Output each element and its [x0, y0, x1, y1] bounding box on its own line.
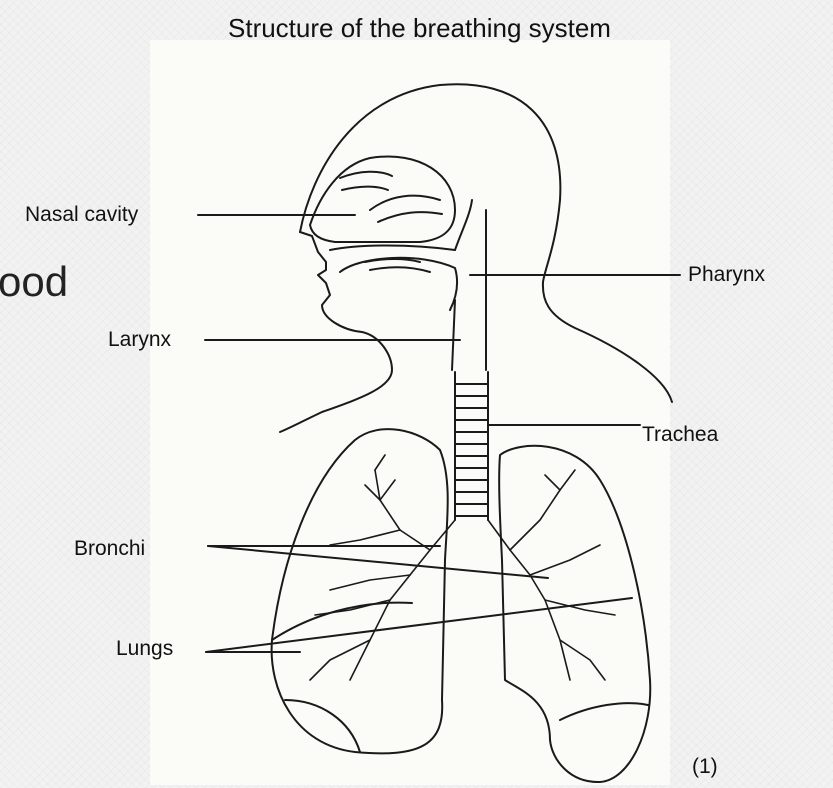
- bronchi: [310, 455, 615, 680]
- label-nasal-cavity: Nasal cavity: [25, 203, 138, 227]
- right-lung: [499, 446, 650, 782]
- left-lung: [272, 429, 448, 753]
- leader-lines: [198, 215, 680, 652]
- nasal-cavity: [310, 157, 455, 242]
- figure-number: (1): [692, 755, 718, 779]
- label-lungs: Lungs: [116, 637, 173, 661]
- label-bronchi: Bronchi: [74, 537, 145, 561]
- tongue: [340, 258, 457, 310]
- trachea: [455, 372, 488, 520]
- face-outline: [280, 232, 392, 432]
- label-larynx: Larynx: [108, 328, 171, 352]
- palate: [330, 246, 455, 251]
- label-pharynx: Pharynx: [688, 263, 765, 287]
- label-trachea: Trachea: [642, 423, 718, 447]
